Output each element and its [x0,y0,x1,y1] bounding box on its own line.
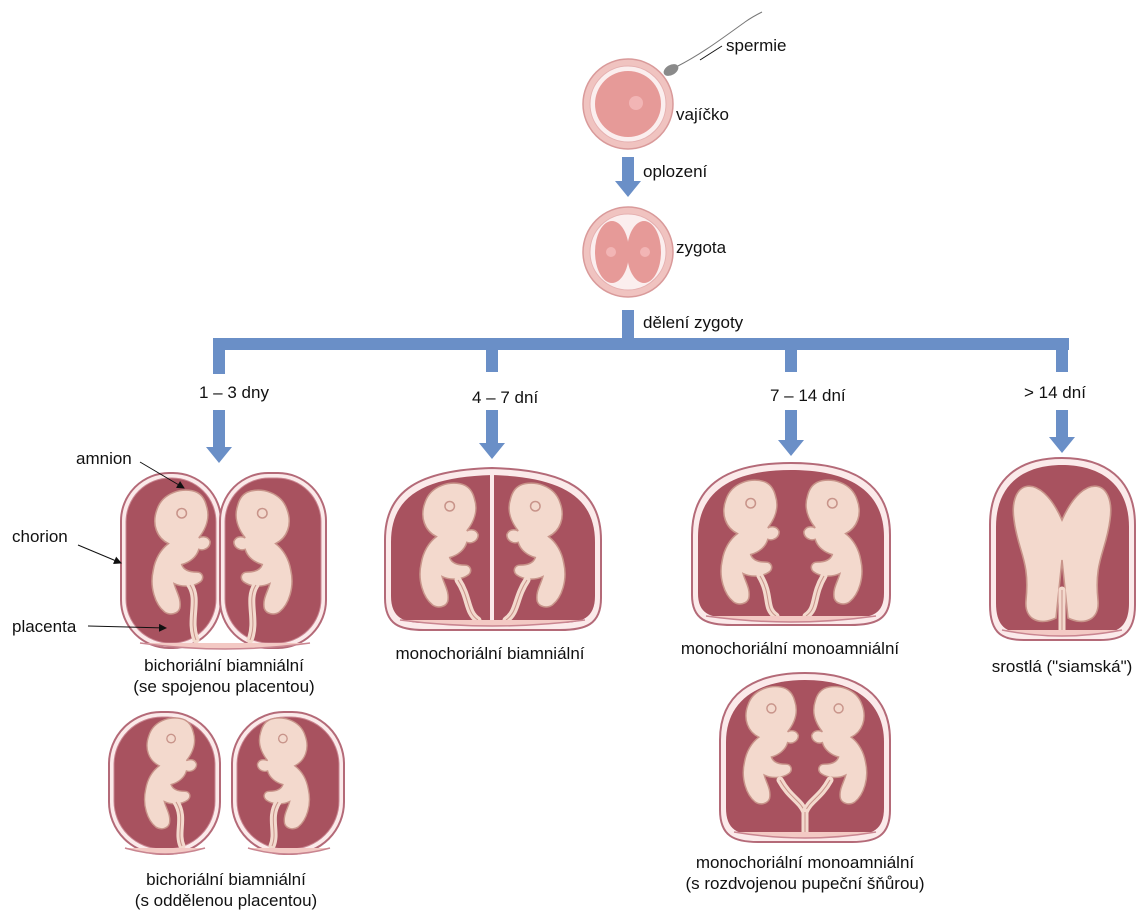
division-tree [213,310,1069,374]
fertilization-label: oplození [643,161,707,182]
egg-label: vajíčko [676,104,729,125]
fertilization-arrow [615,157,641,197]
caption-mcma: monochoriální monoamniální [681,638,899,659]
egg-cell [583,59,673,149]
caption-dcda-fused-line2: (se spojenou placentou) [133,676,314,697]
caption-dcda-fused: bichoriální biamniální (se spojenou plac… [133,655,314,697]
branch-time-label-4: > 14 dní [1024,382,1086,403]
caption-dcda-separate: bichoriální biamniální (s oddělenou plac… [135,869,317,911]
conjoined-illustration [990,458,1135,640]
caption-mcda: monochoriální biamniální [396,643,585,664]
chorion-annotation: chorion [12,526,68,547]
placenta-annotation: placenta [12,616,76,637]
branch-arrow-3 [778,410,804,456]
zygote-cell [583,207,673,297]
sperm-label: spermie [726,35,786,56]
dcda-separate-illustration [109,712,344,854]
zygote-division-label: dělení zygoty [643,312,743,333]
branch-time-label-3: 7 – 14 dní [770,385,846,406]
mcda-illustration [385,468,601,630]
branch-time-label-2: 4 – 7 dní [472,387,538,408]
dcda-fused-illustration [121,473,326,649]
mcma-split-cord-illustration [720,673,890,842]
caption-conjoined: srostlá ("siamská") [992,656,1133,677]
branch-arrow-1 [206,410,232,463]
zygote-label: zygota [676,237,726,258]
amnion-annotation: amnion [76,448,132,469]
caption-mcma-split-line1: monochoriální monoamniální [685,852,924,873]
branch-arrow-4 [1049,410,1075,453]
branch-time-label-1: 1 – 3 dny [199,382,269,403]
caption-dcda-separate-line2: (s oddělenou placentou) [135,890,317,911]
mcma-illustration [692,463,890,625]
caption-dcda-fused-line1: bichoriální biamniální [133,655,314,676]
branch-arrow-2 [479,410,505,459]
caption-mcma-split-cord: monochoriální monoamniální (s rozdvojeno… [685,852,924,894]
caption-dcda-separate-line1: bichoriální biamniální [135,869,317,890]
caption-mcma-split-line2: (s rozdvojenou pupeční šňůrou) [685,873,924,894]
